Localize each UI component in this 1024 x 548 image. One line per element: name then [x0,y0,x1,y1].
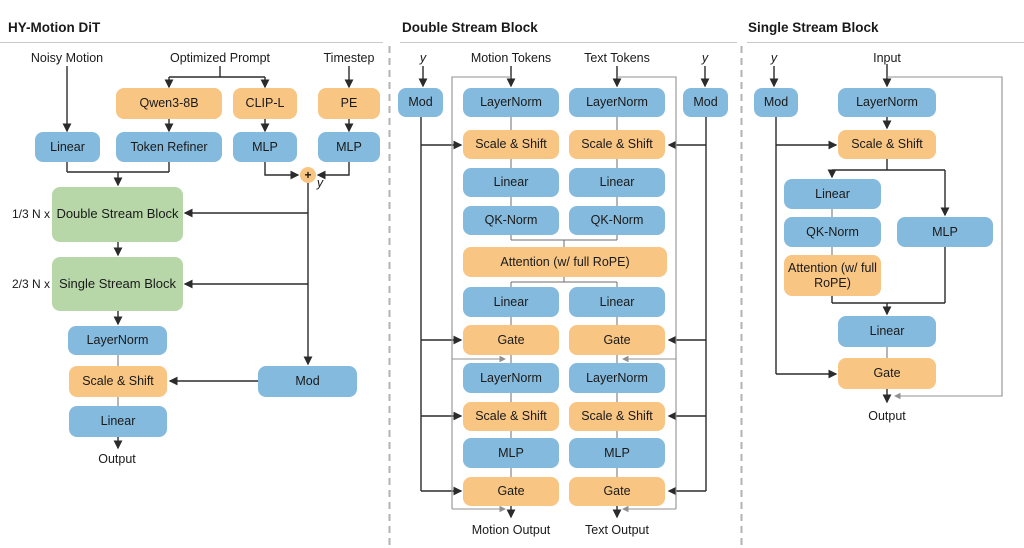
node-attention-single: Attention (w/ full RoPE) [784,255,881,296]
node-mlp-single: MLP [897,217,993,247]
node-scale-shift2-text: Scale & Shift [569,402,665,431]
double-stubs [510,117,618,477]
node-mlp-motion: MLP [463,438,559,468]
node-qwen3-8b: Qwen3-8B [116,88,222,119]
sum-node: + [300,167,316,183]
node-qk-norm-single: QK-Norm [784,217,881,247]
multiplier-double-block: 1/3 N x [11,207,50,221]
node-scale-shift1-motion: Scale & Shift [463,130,559,159]
node-gate-single: Gate [838,358,936,389]
node-mod-single: Mod [754,88,798,117]
node-linear2-single: Linear [838,316,936,347]
single-stubs [831,209,888,358]
dit-wires [62,66,354,450]
input-label-noisy-motion: Noisy Motion [30,51,104,65]
node-scale-shift-final: Scale & Shift [69,366,167,397]
input-label-single: Input [873,51,901,65]
node-scale-shift2-motion: Scale & Shift [463,402,559,431]
node-linear2-motion: Linear [463,287,559,317]
node-mod-left: Mod [398,88,443,117]
panel-dividers [388,46,743,545]
panel-title-double-stream-block: Double Stream Block [402,20,538,35]
node-linear1-motion: Linear [463,168,559,197]
node-qk-norm-motion: QK-Norm [463,206,559,235]
node-single-stream-block: Single Stream Block [52,257,183,311]
y-label: y [316,176,324,190]
double-residuals [451,76,677,513]
node-linear-final: Linear [69,406,167,437]
node-scale-shift1-text: Scale & Shift [569,130,665,159]
node-gate2-text: Gate [569,477,665,506]
node-linear2-text: Linear [569,287,665,317]
single-residuals [887,76,1003,400]
node-token-refiner: Token Refiner [116,132,222,162]
node-layernorm-single: LayerNorm [838,88,936,117]
y-left-label: y [419,51,427,65]
single-wires [769,64,950,404]
node-gate1-text: Gate [569,325,665,355]
node-linear-input: Linear [35,132,100,162]
node-mlp-pe: MLP [318,132,380,162]
node-clip-l: CLIP-L [233,88,297,119]
output-label-motion: Motion Output [471,523,551,537]
output-label-dit: Output [98,452,136,466]
node-layernorm2-motion: LayerNorm [463,363,559,393]
node-mod-right: Mod [683,88,728,117]
output-label-text: Text Output [585,523,649,537]
node-scale-shift-single: Scale & Shift [838,130,936,159]
node-attention-double: Attention (w/ full RoPE) [463,247,667,277]
node-linear1-text: Linear [569,168,665,197]
node-qk-norm-text: QK-Norm [569,206,665,235]
input-label-motion-tokens: Motion Tokens [470,51,552,65]
panel-title-single-stream-block: Single Stream Block [748,20,879,35]
node-pe: PE [318,88,380,119]
input-label-optimized-prompt: Optimized Prompt [169,51,271,65]
node-layernorm1-motion: LayerNorm [463,88,559,117]
output-label-single: Output [868,409,906,423]
node-gate2-motion: Gate [463,477,559,506]
panel-title-hy-motion-dit: HY-Motion DiT [8,20,101,35]
node-gate1-motion: Gate [463,325,559,355]
node-mlp-text: MLP [569,438,665,468]
y-label-single: y [770,51,778,65]
node-layernorm2-text: LayerNorm [569,363,665,393]
node-linear1-single: Linear [784,179,881,209]
double-wires [418,66,710,519]
multiplier-single-block: 2/3 N x [11,277,50,291]
input-label-timestep: Timestep [323,51,375,65]
node-double-stream-block: Double Stream Block [52,187,183,242]
node-mod-dit: Mod [258,366,357,397]
node-layernorm1-text: LayerNorm [569,88,665,117]
node-layernorm-final: LayerNorm [68,326,167,355]
y-right-label: y [701,51,709,65]
node-mlp-clip: MLP [233,132,297,162]
input-label-text-tokens: Text Tokens [584,51,650,65]
